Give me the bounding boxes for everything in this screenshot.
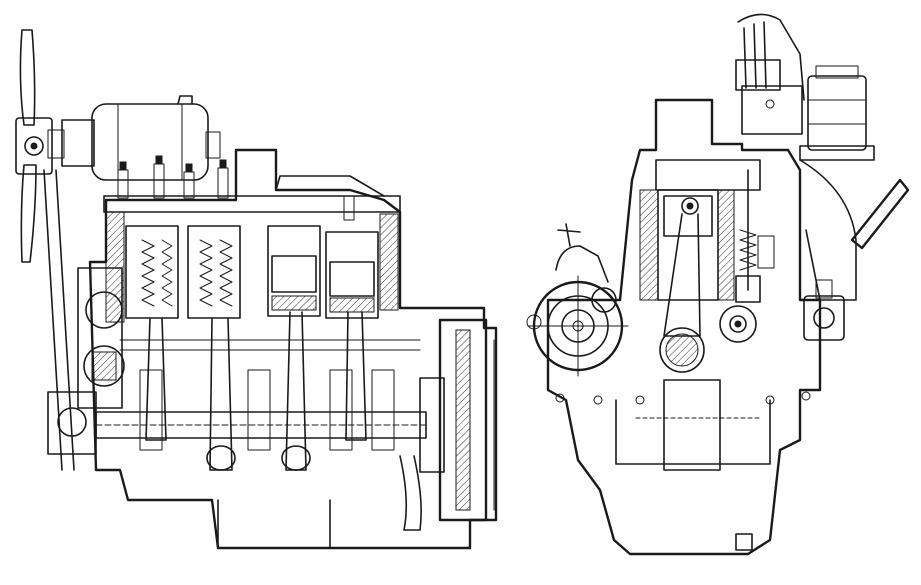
main-bearing — [663, 379, 721, 471]
crank-counterweight — [526, 275, 629, 377]
fan-belt — [43, 169, 75, 471]
oil-dipstick — [399, 455, 422, 531]
crankshaft — [95, 369, 427, 451]
valve-assembly — [735, 169, 775, 303]
connecting-rods — [145, 311, 367, 471]
timing-gears — [47, 267, 125, 455]
spark-plugs — [117, 155, 355, 221]
fuel-pump — [803, 279, 845, 341]
flywheel — [419, 318, 495, 522]
end-section-view — [526, 13, 910, 556]
piston-and-rod — [659, 195, 713, 373]
cylinder-head-deck — [103, 195, 401, 213]
end-block-outline — [546, 98, 822, 556]
end-camshaft — [719, 305, 757, 343]
flange-bolts — [555, 391, 811, 405]
cylinders — [105, 211, 399, 323]
cylinder-block-outline — [88, 148, 498, 550]
oil-sump — [217, 499, 331, 549]
generator — [47, 95, 221, 181]
camshaft — [119, 339, 421, 351]
cylinder-head — [655, 159, 761, 191]
fan — [15, 29, 53, 263]
oil-filter — [799, 65, 875, 161]
distributor — [735, 13, 805, 135]
manifold-lever — [850, 178, 910, 250]
manifold-cover — [275, 175, 385, 197]
crankcase-lower — [615, 399, 771, 465]
oil-pump — [555, 223, 609, 283]
sump-drain-plug — [735, 533, 753, 551]
side-section-view — [15, 29, 498, 550]
intake-manifold — [799, 159, 857, 301]
